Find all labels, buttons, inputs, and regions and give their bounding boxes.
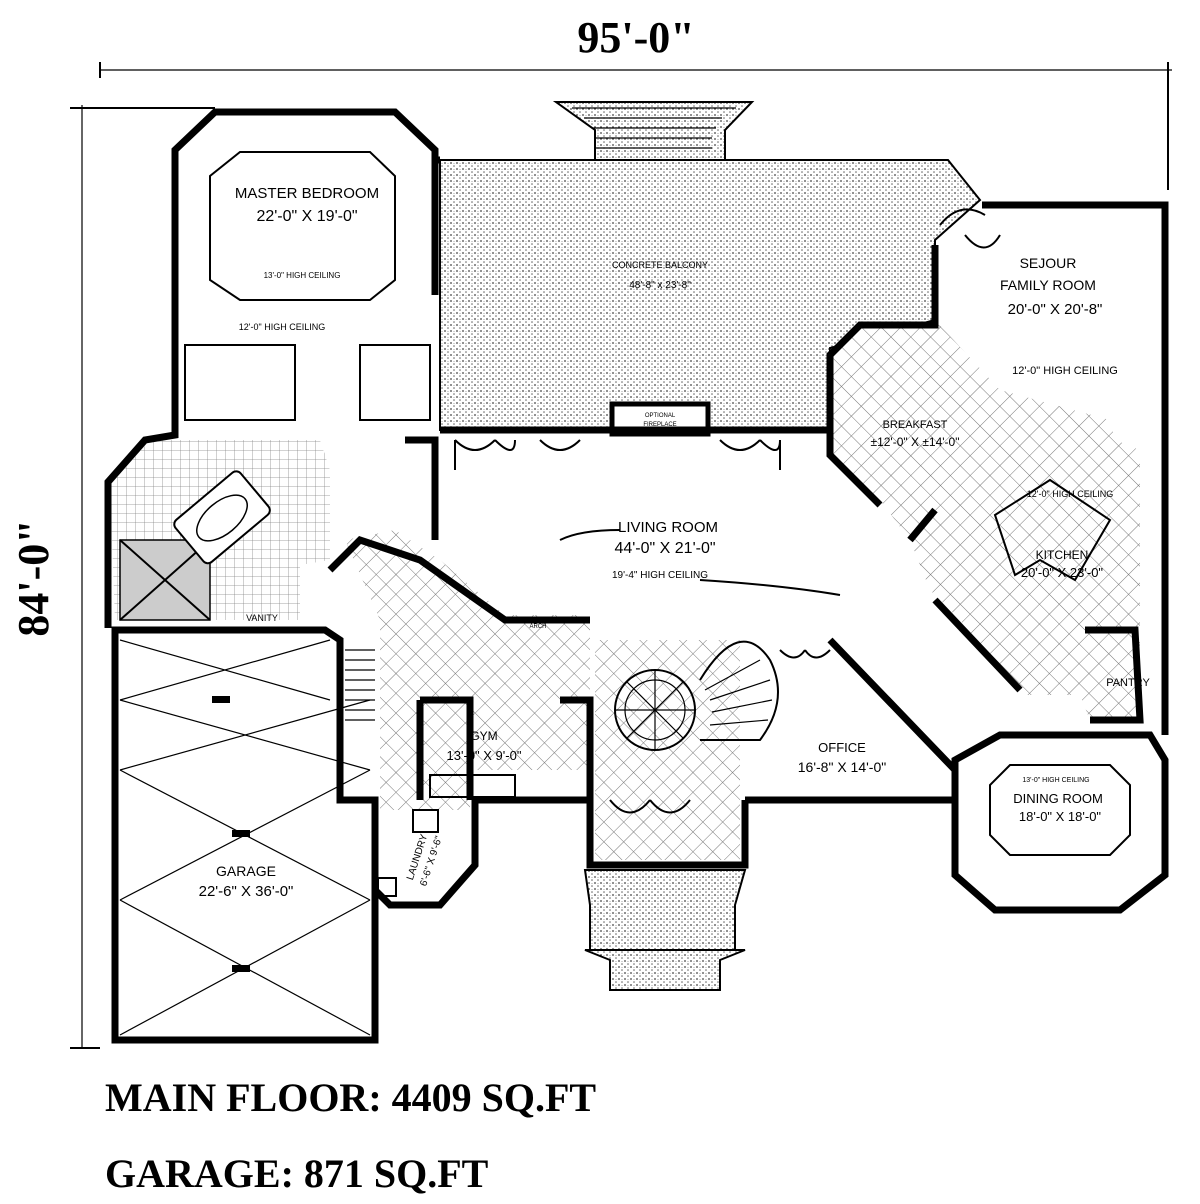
- office-size: 16'-8" X 14'-0": [798, 759, 886, 775]
- balcony-size: 48'-8" x 23'-8": [629, 280, 691, 291]
- master-bedroom-name: MASTER BEDROOM: [235, 185, 379, 202]
- garage-name: GARAGE: [216, 863, 276, 879]
- balcony-name: CONCRETE BALCONY: [612, 260, 708, 270]
- living-room-ceiling: 19'-4" HIGH CEILING: [612, 570, 708, 581]
- depth-dimension: 84'-0": [9, 105, 215, 1049]
- main-floor-area: MAIN FLOOR: 4409 SQ.FT: [105, 1075, 597, 1120]
- fireplace-label-1: OPTIONAL: [645, 413, 676, 419]
- family-room-name-2: FAMILY ROOM: [1000, 277, 1096, 293]
- living-room-name: LIVING ROOM: [618, 519, 718, 536]
- kitchen-name: KITCHEN: [1036, 548, 1089, 562]
- bath-floor: [119, 470, 271, 621]
- gym-name: GYM: [470, 729, 497, 743]
- tiled-areas: [110, 320, 1140, 991]
- arch-label: ARCH: [529, 624, 546, 630]
- vanity-label: VANITY: [246, 613, 278, 623]
- kitchen-ceiling: 12'-0" HIGH CEILING: [1027, 489, 1113, 499]
- dining-room-ceiling: 13'-0" HIGH CEILING: [1022, 777, 1089, 784]
- garage: GARAGE 22'-6" X 36'-0": [111, 626, 379, 1044]
- pantry-label: PANTRY: [1106, 677, 1150, 689]
- dining-room-size: 18'-0" X 18'-0": [1019, 809, 1102, 824]
- family-room-name-1: SEJOUR: [1020, 255, 1077, 271]
- office-name: OFFICE: [818, 740, 866, 755]
- width-dimension-label: 95'-0": [577, 13, 694, 62]
- interior-detail: [184, 151, 1131, 897]
- breakfast-size: ±12'-0" X ±14'-0": [871, 435, 960, 449]
- depth-dimension-label: 84'-0": [9, 519, 58, 636]
- exterior-walls: [104, 108, 1169, 914]
- living-room-size: 44'-0" X 21'-0": [614, 540, 715, 557]
- fireplace-label-2: FIREPLACE: [643, 422, 676, 428]
- kitchen-size: 20'-0" X 23'-0": [1021, 565, 1104, 580]
- master-bedroom-ceiling-2: 12'-0" HIGH CEILING: [239, 322, 325, 332]
- master-bedroom-size: 22'-0" X 19'-0": [256, 208, 357, 225]
- garage-area: GARAGE: 871 SQ.FT: [105, 1151, 489, 1196]
- breakfast-name: BREAKFAST: [883, 419, 948, 431]
- width-dimension: 95'-0": [99, 13, 1172, 190]
- family-room-size: 20'-0" X 20'-8": [1008, 301, 1103, 318]
- family-room-ceiling: 12'-0" HIGH CEILING: [1012, 365, 1118, 377]
- master-bedroom-ceiling: 13'-0" HIGH CEILING: [264, 271, 341, 280]
- gym-size: 13'-0" X 9'-0": [447, 748, 522, 763]
- garage-size: 22'-6" X 36'-0": [199, 883, 294, 900]
- dining-room-name: DINING ROOM: [1013, 791, 1103, 806]
